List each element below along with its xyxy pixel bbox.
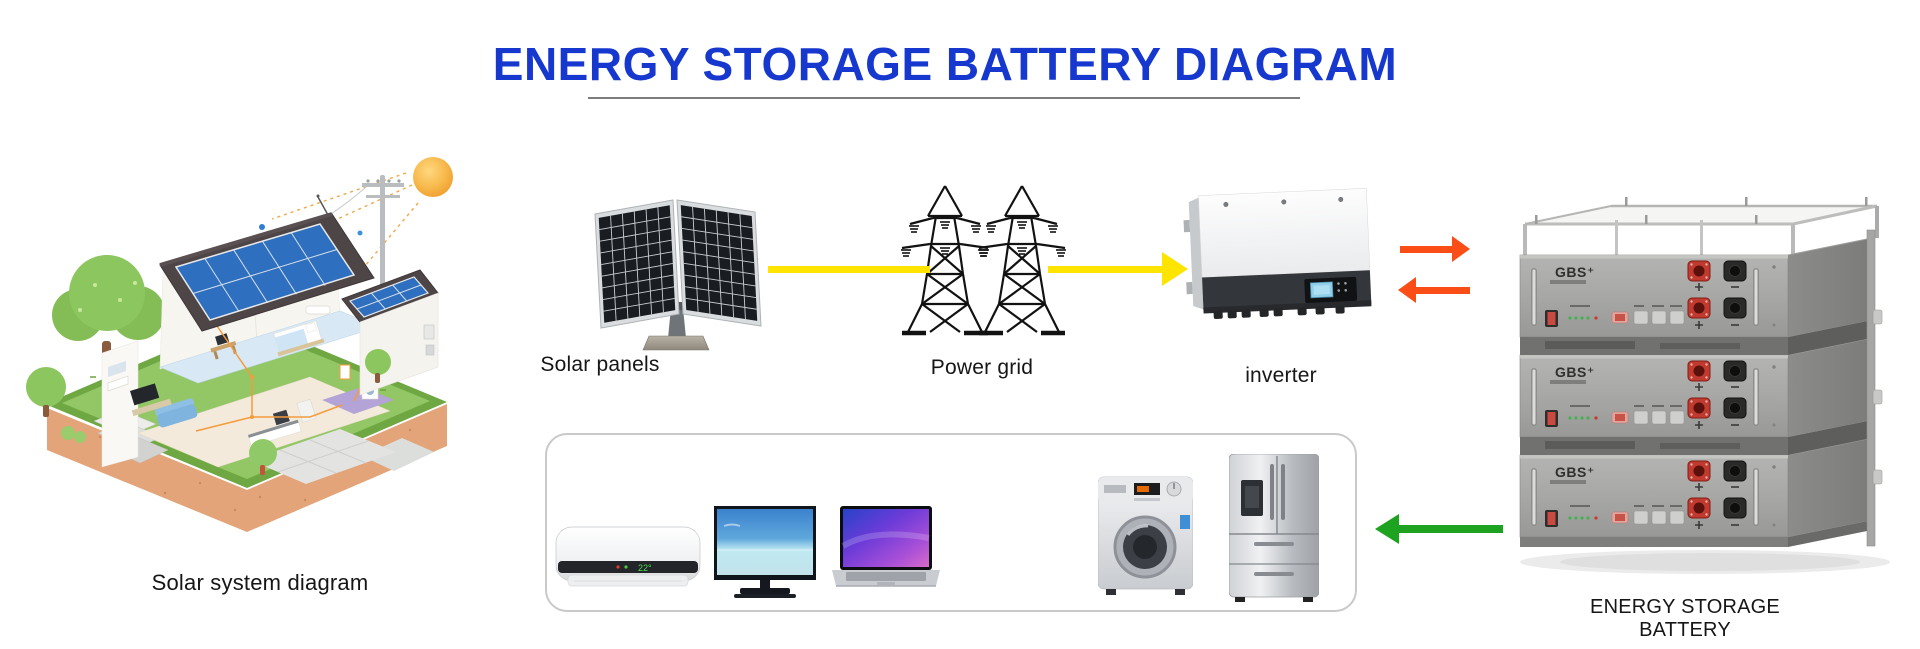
battery-module-1: [1520, 238, 1872, 337]
battery-brand-1: GBS⁺: [1555, 264, 1595, 280]
washing-machine-icon: [1098, 476, 1193, 595]
meter-box: [423, 324, 435, 340]
tree-small-left: [26, 367, 66, 417]
patio-tiles: [250, 429, 396, 484]
refrigerator-icon: [1229, 454, 1319, 602]
cable-glands: [1213, 305, 1345, 319]
main-roof-solar-array: [159, 194, 375, 332]
power-grid-label: Power grid: [930, 356, 1034, 379]
bushes: [61, 426, 86, 443]
battery-stack-image: GBS⁺ GBS⁺ GBS⁺: [1515, 197, 1890, 574]
tree-large: [52, 255, 165, 357]
house: [101, 194, 439, 484]
laptop-icon: [832, 506, 940, 587]
annex-roof-solar-array: [341, 269, 439, 323]
inverter-control-panel: [1304, 276, 1358, 303]
solar-panels-image: [585, 192, 770, 352]
inverter-box-small: [339, 364, 351, 380]
tree-small-right: [365, 349, 391, 383]
inverter-image: [1183, 188, 1372, 319]
bed: [273, 320, 325, 357]
energy-storage-battery-label: ENERGY STORAGE BATTERY: [1590, 596, 1780, 641]
air-conditioner-icon: 22°: [555, 526, 701, 587]
solar-system-diagram-label: Solar system diagram: [151, 570, 369, 595]
solar-house-illustration: [26, 157, 453, 532]
battery-brand-3: GBS⁺: [1555, 464, 1595, 480]
tree-small-front: [249, 439, 277, 475]
battery-corner-bracket: [1866, 229, 1883, 547]
battery-brand-2: GBS⁺: [1555, 364, 1595, 380]
solar-panel-left: [595, 200, 679, 328]
inverter-screws: [1223, 196, 1344, 207]
sofa: [154, 398, 198, 428]
ac-temperature-display: 22°: [638, 563, 652, 573]
solar-panels-label: Solar panels: [540, 353, 660, 376]
television-icon: [714, 506, 816, 598]
walkway: [362, 438, 434, 471]
battery-top-frame: [1523, 197, 1879, 255]
tv-wall: [130, 383, 172, 417]
page-title: ENERGY STORAGE BATTERY DIAGRAM: [492, 38, 1398, 90]
power-grid-icon: [872, 176, 1077, 352]
transmission-tower-right: [978, 186, 1066, 333]
wall-ac-unit: [305, 305, 331, 315]
title-underline: [588, 97, 1300, 99]
appliances-box: 22°: [545, 433, 1357, 612]
transmission-tower-left: [901, 186, 989, 333]
solar-panel-right: [677, 200, 761, 326]
inverter-label: inverter: [1245, 364, 1317, 387]
